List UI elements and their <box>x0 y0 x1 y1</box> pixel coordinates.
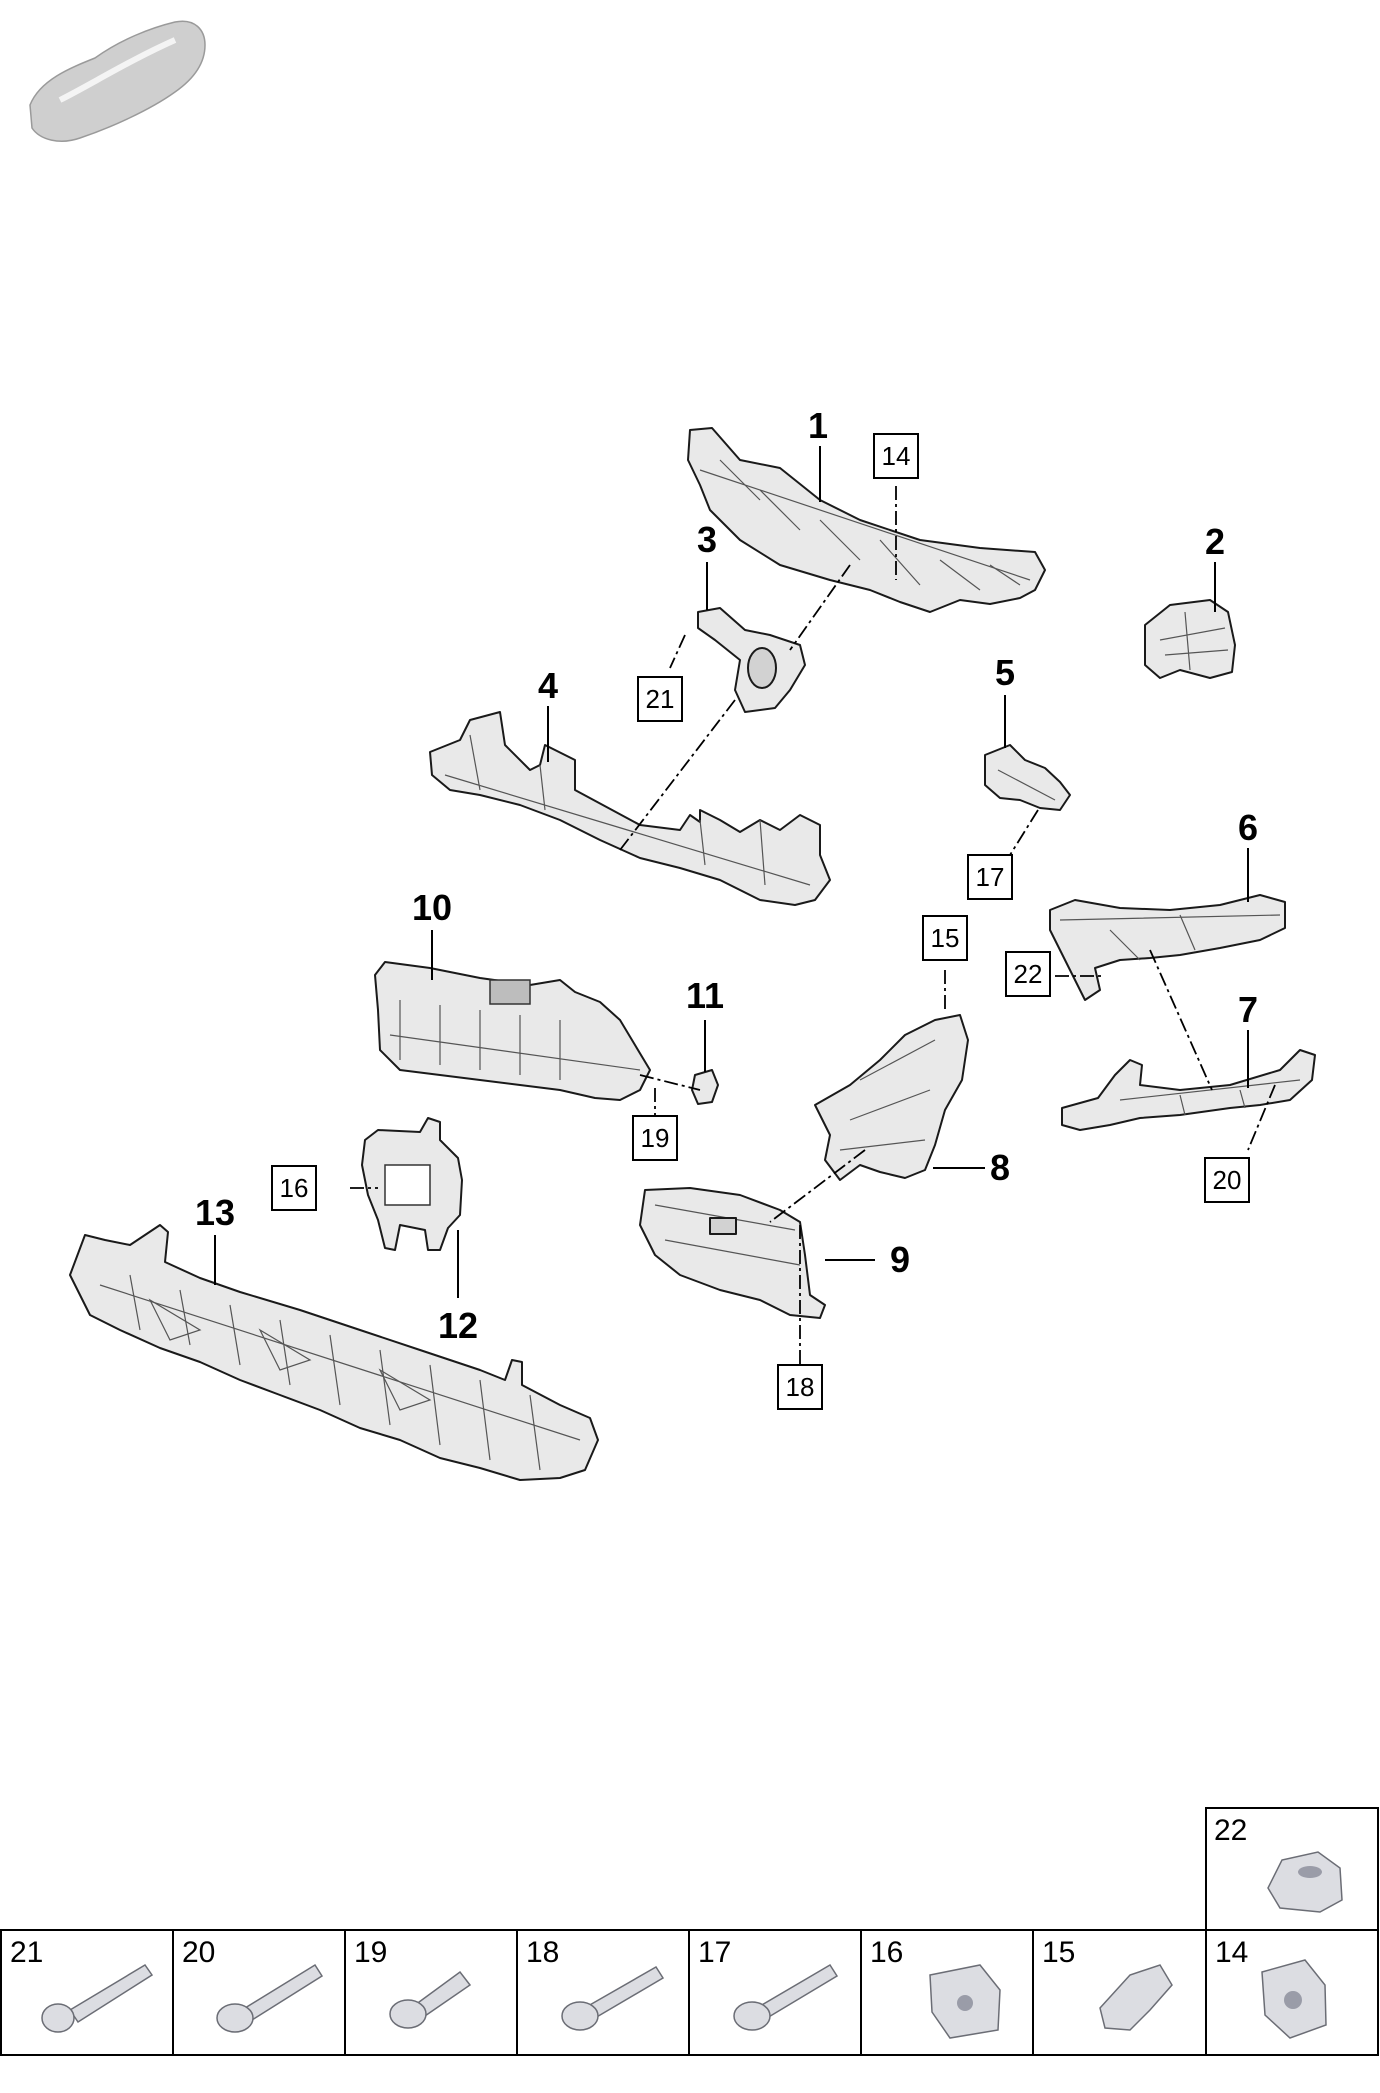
svg-text:21: 21 <box>10 1936 43 1969</box>
callout-13: 13 <box>195 1192 235 1233</box>
boxed-ref-15[interactable]: 15 <box>922 915 968 961</box>
car-silhouette-icon <box>29 20 206 142</box>
hardware-cell-20[interactable]: 20 <box>182 1936 324 2033</box>
callout-7: 7 <box>1238 989 1258 1030</box>
hardware-cell-19[interactable]: 19 <box>354 1936 472 2029</box>
boxed-ref-17[interactable]: 17 <box>967 854 1013 900</box>
screw-icon <box>41 1963 154 2033</box>
hardware-cell-17[interactable]: 17 <box>698 1936 839 2031</box>
hardware-cell-21[interactable]: 21 <box>10 1936 154 2033</box>
svg-text:19: 19 <box>641 1123 670 1153</box>
part-7-side-member <box>1061 1049 1316 1131</box>
part-11-clip <box>691 1069 719 1105</box>
screw-icon <box>216 1963 324 2033</box>
boxed-ref-19[interactable]: 19 <box>632 1115 678 1161</box>
boxed-ref-18[interactable]: 18 <box>777 1364 823 1410</box>
callout-10: 10 <box>412 887 452 928</box>
hardware-cell-18[interactable]: 18 <box>526 1936 665 2031</box>
part-13-lower-carrier <box>69 1224 599 1481</box>
hardware-cell-14[interactable]: 14 <box>1215 1936 1327 2039</box>
hardware-cell-22[interactable]: 22 <box>1205 1807 1379 1931</box>
hardware-cell-15[interactable]: 15 <box>1042 1936 1173 2031</box>
cage-nut-icon <box>1261 1959 1327 2039</box>
svg-text:17: 17 <box>698 1936 731 1969</box>
screw-icon <box>561 1965 665 2031</box>
callout-4: 4 <box>538 665 558 706</box>
part-5-clip-bracket <box>984 744 1071 811</box>
svg-text:20: 20 <box>1213 1165 1242 1195</box>
svg-text:15: 15 <box>1042 1936 1075 1969</box>
screw-icon <box>389 1970 472 2029</box>
hex-nut-icon <box>1267 1851 1343 1913</box>
svg-text:22: 22 <box>1214 1814 1247 1847</box>
hardware-legend: 22 21 <box>0 1807 1379 2056</box>
svg-text:20: 20 <box>182 1936 215 1969</box>
callout-8: 8 <box>990 1147 1010 1188</box>
speed-nut-icon <box>929 1964 1001 2039</box>
boxed-ref-22[interactable]: 22 <box>1005 951 1051 997</box>
svg-text:16: 16 <box>870 1936 903 1969</box>
hardware-row: 21 20 19 <box>0 1929 1379 2056</box>
callout-6: 6 <box>1238 807 1258 848</box>
callout-3: 3 <box>697 519 717 560</box>
boxed-ref-16[interactable]: 16 <box>271 1165 317 1211</box>
svg-text:18: 18 <box>786 1372 815 1402</box>
part-8-air-duct <box>814 1014 969 1181</box>
clip-icon <box>1099 1964 1173 2031</box>
callout-1: 1 <box>808 405 828 446</box>
callout-group: 1 2 3 4 5 6 7 8 9 10 11 12 13 <box>195 405 1258 1346</box>
boxed-ref-20[interactable]: 20 <box>1204 1157 1250 1203</box>
part-1-upper-bracket <box>687 427 1046 613</box>
callout-9: 9 <box>890 1239 910 1280</box>
svg-text:14: 14 <box>1215 1936 1248 1969</box>
boxed-ref-14[interactable]: 14 <box>873 433 919 479</box>
callout-11: 11 <box>686 975 724 1016</box>
part-6-side-bracket <box>1049 894 1286 1001</box>
svg-text:17: 17 <box>976 862 1005 892</box>
svg-text:19: 19 <box>354 1936 387 1969</box>
part-2-corner-bracket <box>1144 599 1236 679</box>
callout-2: 2 <box>1205 521 1225 562</box>
callout-5: 5 <box>995 652 1015 693</box>
svg-text:22: 22 <box>1014 959 1043 989</box>
part-10-grille-carrier <box>374 961 651 1101</box>
part-9-lower-duct <box>639 1187 826 1319</box>
screw-icon <box>733 1963 839 2031</box>
svg-text:14: 14 <box>882 441 911 471</box>
svg-text:15: 15 <box>931 923 960 953</box>
svg-text:16: 16 <box>280 1173 309 1203</box>
part-3-mount-bracket <box>697 607 806 713</box>
svg-text:18: 18 <box>526 1936 559 1969</box>
svg-text:21: 21 <box>646 684 675 714</box>
part-4-carrier <box>429 711 831 906</box>
hardware-cell-16[interactable]: 16 <box>870 1936 1001 2039</box>
part-12-bracket <box>361 1117 463 1251</box>
callout-12: 12 <box>438 1305 478 1346</box>
boxed-ref-21[interactable]: 21 <box>637 676 683 722</box>
